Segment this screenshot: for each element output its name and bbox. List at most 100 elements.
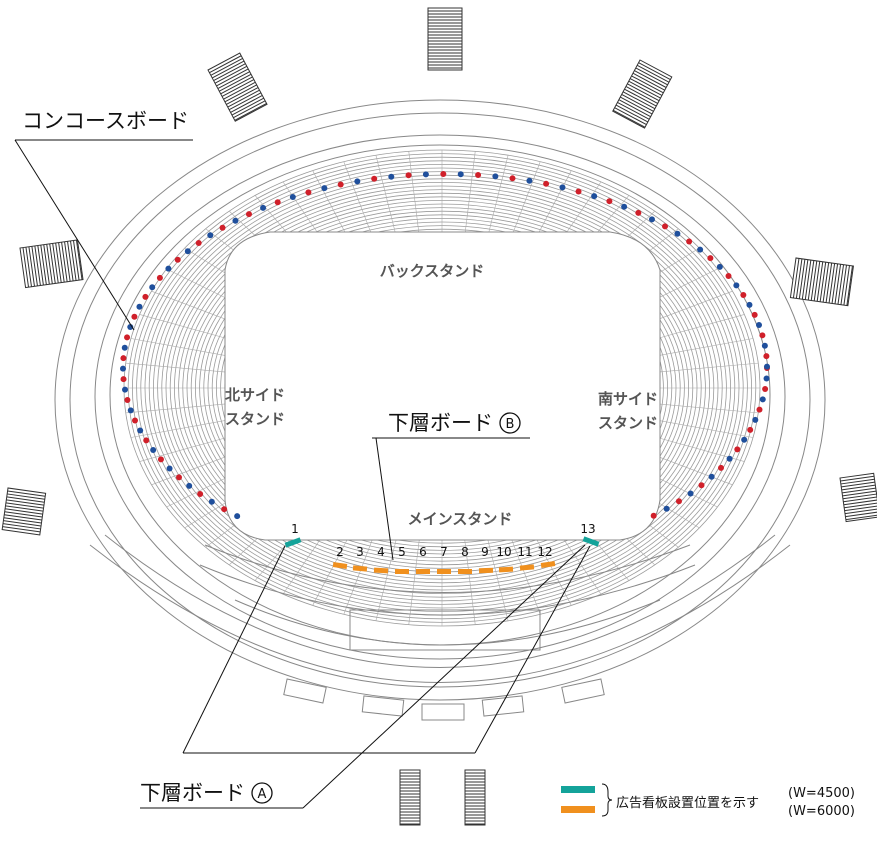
concourse-board-dot: [184, 248, 191, 255]
stair-step: [61, 242, 68, 282]
concourse-board-dot: [756, 406, 763, 413]
concourse-board-dot: [197, 490, 204, 497]
concourse-board-dot: [751, 311, 758, 318]
board-number-3: 3: [356, 545, 364, 559]
concourse-board-dot: [132, 417, 139, 424]
concourse-board-dot: [621, 203, 628, 210]
concourse-board-dot: [337, 181, 344, 188]
concourse-board-dot: [245, 211, 252, 218]
aisle-line: [652, 403, 759, 414]
legend-w6000: (W=6000): [788, 804, 855, 819]
stair-step: [801, 259, 809, 300]
stair-step: [213, 63, 246, 82]
concourse-board-dot: [675, 498, 682, 505]
stair-step: [842, 487, 876, 494]
stair-step: [72, 240, 80, 281]
concourse-board-dot: [752, 416, 759, 423]
board-number-9: 9: [481, 545, 489, 559]
concourse-board-dot: [150, 446, 157, 453]
stair-step: [615, 104, 649, 123]
stair-step: [58, 242, 65, 283]
concourse-board-dot: [526, 177, 533, 184]
stair-step: [792, 258, 800, 299]
stair-step: [622, 91, 656, 110]
concourse-board-dot: [686, 238, 693, 245]
concourse-board-dot: [762, 385, 769, 392]
lower-board-6: [416, 569, 430, 574]
stair-step: [620, 96, 653, 115]
stair-step: [636, 64, 670, 83]
stair-step: [844, 505, 877, 512]
stair-step: [798, 259, 806, 299]
concourse-board-dot: [136, 303, 143, 310]
concourse-board-dot: [687, 490, 694, 497]
concourse-board-dot: [734, 446, 741, 453]
stair-step: [5, 508, 43, 515]
concourse-board-dot: [274, 199, 281, 206]
lower-board-11: [519, 564, 535, 571]
board-number-12: 12: [537, 545, 552, 559]
stair-step: [2, 523, 41, 530]
concourse-board-dot: [175, 474, 182, 481]
concourse-board-dot: [559, 184, 566, 191]
concourse-board-dot: [143, 437, 150, 444]
stair-step: [25, 247, 33, 287]
stair-step: [228, 92, 262, 111]
stair-step: [831, 263, 839, 304]
stair-step: [230, 95, 263, 113]
stair-step: [843, 496, 877, 503]
concourse-board-dot: [388, 173, 395, 180]
gate-stair-stripes: [2, 10, 877, 825]
stair-step: [624, 88, 657, 107]
legend-brace: [601, 783, 613, 817]
aisle-line: [130, 418, 235, 438]
legend-w4500: (W=4500): [788, 786, 855, 801]
stair-step: [234, 102, 267, 121]
stair-step: [795, 258, 803, 299]
stair-step: [220, 76, 253, 95]
lower-board-3: [352, 565, 368, 572]
lower-board-4: [373, 567, 389, 574]
concourse-board-dot: [120, 365, 127, 372]
legend-swatch-w4500: [561, 786, 595, 793]
aisle-line: [139, 433, 241, 462]
gate-stairs: [400, 772, 420, 825]
concourse-board-dot: [120, 376, 127, 383]
stair-step: [210, 57, 243, 76]
stair-step: [224, 84, 257, 103]
concourse-board-dot: [475, 172, 482, 179]
stair-step: [843, 499, 877, 506]
lower-b-callout-label: 下層ボード: [388, 411, 493, 435]
stair-step: [627, 83, 660, 102]
stair-step: [810, 260, 818, 301]
concourse-board-dot: [354, 178, 361, 185]
stair-step: [632, 72, 665, 91]
lower-board-10: [498, 566, 514, 573]
stair-step: [813, 261, 821, 302]
stair-step: [840, 478, 875, 485]
aisle-line: [375, 532, 399, 621]
concourse-board-dot: [207, 232, 214, 239]
concourse-board-dot: [747, 426, 754, 433]
concourse-board-dot: [137, 427, 144, 434]
board-number-4: 4: [377, 545, 385, 559]
concourse-board-dot: [718, 464, 725, 471]
gate-stairs: [840, 475, 877, 521]
concourse-board-dot: [165, 265, 172, 272]
concourse-board-dot: [131, 313, 138, 320]
concourse-boards: [120, 171, 770, 520]
board-number-2: 2: [336, 545, 344, 559]
concourse-board-dot: [195, 240, 202, 247]
concourse-board-dot: [321, 185, 328, 192]
concourse-board-dot: [635, 209, 642, 216]
concourse-board-dot: [457, 171, 464, 178]
stair-step: [842, 490, 877, 497]
board-number-8: 8: [461, 545, 469, 559]
stair-step: [223, 81, 256, 100]
concourse-board-dot: [260, 204, 267, 211]
board-number-13: 13: [580, 522, 595, 536]
concourse-board-dot: [763, 353, 770, 360]
gate-stairs: [613, 62, 671, 128]
stair-step: [7, 490, 46, 497]
